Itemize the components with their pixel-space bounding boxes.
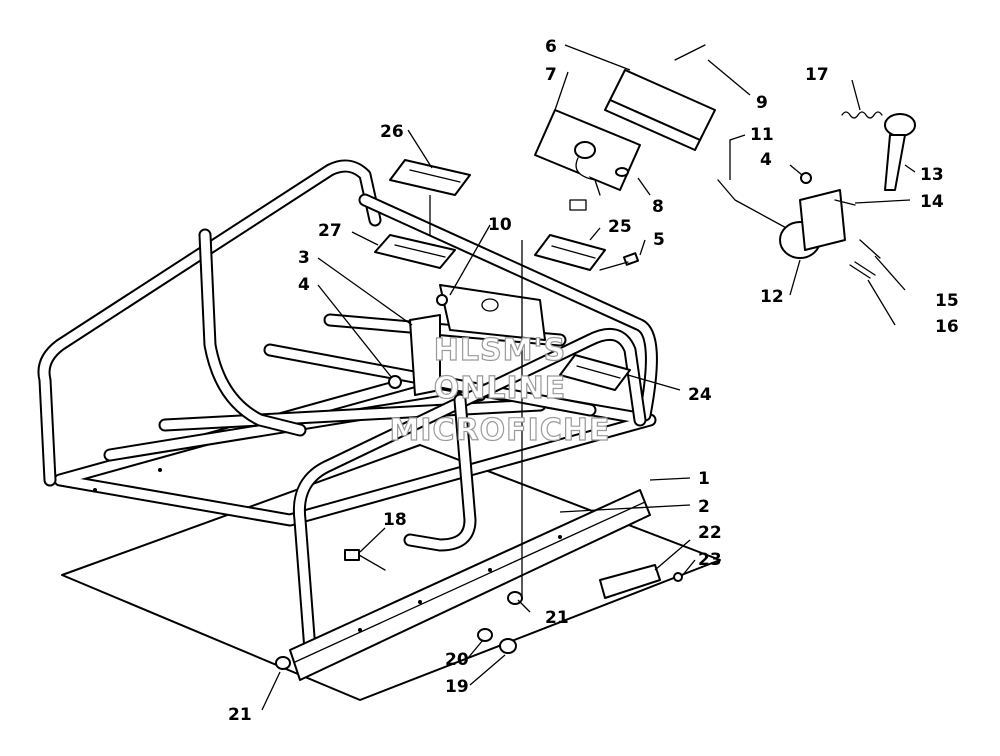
callout-23: 23 — [698, 550, 722, 570]
light-housing — [604, 69, 716, 151]
end-cap-front — [275, 656, 291, 670]
watermark-line3: MICROFICHE — [390, 413, 611, 448]
clevis-pin — [859, 239, 881, 259]
bulb — [615, 167, 629, 177]
rack-frame — [37, 159, 658, 681]
callout-17: 17 — [805, 65, 829, 85]
decal-25 — [534, 234, 606, 271]
callout-20: 20 — [445, 650, 469, 670]
callout-15: 15 — [935, 291, 959, 311]
callout-7: 7 — [545, 65, 557, 85]
decal-26 — [389, 159, 471, 196]
light-plate — [534, 109, 641, 211]
callout-3: 3 — [298, 248, 310, 268]
spring — [841, 111, 883, 119]
callout-12: 12 — [760, 287, 784, 307]
reflector — [599, 564, 661, 599]
decal-27 — [374, 234, 456, 269]
mount-bolt — [344, 549, 386, 571]
watermark-line2: ONLINE — [434, 371, 567, 406]
hitch-pin — [717, 179, 791, 231]
callout-25: 25 — [608, 217, 632, 237]
watermark-line1: HLSM'S — [434, 333, 566, 368]
reflector-screw — [673, 572, 683, 582]
callout-4-left: 4 — [298, 275, 310, 295]
nut-center — [436, 294, 448, 306]
nut-19 — [499, 638, 517, 654]
callout-21-rear: 21 — [545, 608, 569, 628]
callout-1: 1 — [698, 469, 710, 489]
nut-left — [388, 375, 402, 389]
callout-14: 14 — [920, 192, 944, 212]
leader-lines — [261, 44, 916, 711]
callout-2: 2 — [698, 497, 710, 517]
callout-9: 9 — [756, 93, 768, 113]
cotter-pin — [849, 261, 876, 279]
callout-10: 10 — [488, 215, 512, 235]
callout-13: 13 — [920, 165, 944, 185]
callout-19: 19 — [445, 677, 469, 697]
callout-18: 18 — [383, 510, 407, 530]
floor-plate — [61, 444, 721, 701]
callout-21-front: 21 — [228, 705, 252, 725]
callout-11: 11 — [750, 125, 774, 145]
callouts: 6 7 9 17 11 4 13 14 8 25 5 10 26 27 3 4 … — [228, 37, 959, 725]
hitch-mount-plate — [439, 284, 546, 341]
pivot-bolt — [834, 199, 856, 206]
screw — [674, 44, 706, 61]
callout-5: 5 — [653, 230, 665, 250]
callout-4-right: 4 — [760, 150, 772, 170]
callout-6: 6 — [545, 37, 557, 57]
watermark: HLSM'S ONLINE MICROFICHE — [389, 332, 611, 448]
bolt — [599, 252, 640, 271]
handle — [884, 113, 916, 191]
callout-27: 27 — [318, 221, 342, 241]
callout-8: 8 — [652, 197, 664, 217]
washer — [477, 628, 493, 642]
callout-22: 22 — [698, 523, 722, 543]
decal-24 — [559, 354, 631, 391]
callout-24: 24 — [688, 385, 712, 405]
callout-26: 26 — [380, 122, 404, 142]
nut-right — [800, 172, 812, 184]
callout-16: 16 — [935, 317, 959, 337]
bracket — [409, 314, 441, 396]
hitch-body — [779, 189, 846, 259]
